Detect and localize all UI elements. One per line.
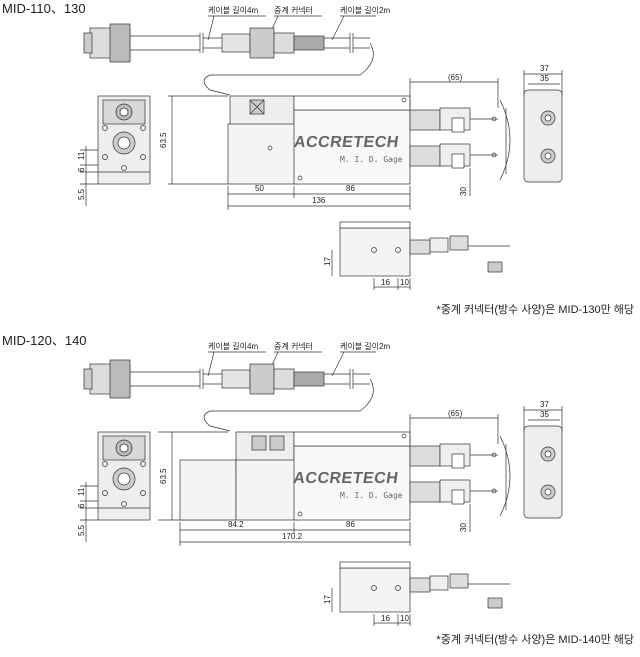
dim-16: 16 [381, 614, 390, 623]
end-view: 37 35 [523, 400, 563, 519]
side-view: 11 6 5.5 [77, 431, 151, 542]
dim-16: 16 [381, 278, 390, 287]
dim-6: 6 [77, 503, 86, 508]
dim-63-5: 63.5 [159, 132, 168, 148]
dim-11: 11 [77, 151, 86, 160]
side-view: 11 6 5.5 [77, 95, 151, 206]
dim-37: 37 [540, 64, 549, 73]
dim-86: 86 [346, 184, 355, 193]
footnote: *중계 커넥터(방수 사양)은 MID-140만 해당 [436, 634, 634, 646]
dim-50: 50 [255, 184, 264, 193]
dim-37: 37 [540, 400, 549, 409]
main-body: 63.5 ACCRETECH M. I. D. Gage [158, 431, 411, 521]
dim-6: 6 [77, 167, 86, 172]
dim-84-2: 84.2 [228, 520, 244, 529]
dim-10: 10 [400, 278, 409, 287]
dim-136: 136 [312, 196, 326, 205]
section-title: MID-110、130 [2, 1, 86, 16]
sensor-heads [409, 99, 511, 181]
connector-plug [83, 23, 374, 96]
connector-label: 중계 커넥터 [274, 341, 313, 351]
main-body: 63.5 ACCRETECH M. I. D. Gage [159, 95, 411, 185]
brand-logo: ACCRETECH [292, 469, 399, 487]
dim-86: 86 [346, 520, 355, 529]
end-view: 37 35 [523, 64, 563, 183]
dim-30: 30 [459, 187, 468, 196]
dim-17: 17 [323, 257, 332, 266]
drawing-section-mid-120-140: MID-120、140 케이블 길이4m 중계 커넥터 케이블 길이2m [0, 332, 640, 657]
dim-35: 35 [540, 410, 549, 419]
dim-5-5: 5.5 [77, 188, 86, 200]
connector-label: 중계 커넥터 [274, 5, 313, 15]
drawing-section-mid-110-130: MID-110、130 케이블 길이4m 중계 커넥터 케이블 길이2m [0, 0, 640, 325]
footnote: *중계 커넥터(방수 사양)은 MID-130만 해당 [436, 304, 634, 316]
sensor-heads [409, 435, 511, 517]
dim-35: 35 [540, 74, 549, 83]
cable-label-2m: 케이블 길이2m [340, 341, 390, 351]
section-title: MID-120、140 [2, 333, 87, 348]
dim-63-5: 63.5 [159, 468, 168, 484]
dim-65: (65) [448, 409, 463, 418]
dim-170-2: 170.2 [282, 532, 303, 541]
dim-11: 11 [77, 487, 86, 496]
brand-sub: M. I. D. Gage [340, 155, 403, 164]
connector-plug [83, 359, 374, 432]
technical-drawing: 케이블 길이4m 중계 커넥터 케이블 길이2m [77, 341, 563, 626]
dim-30: 30 [459, 523, 468, 532]
dim-10: 10 [400, 614, 409, 623]
detail-view: 17 16 10 [323, 221, 510, 290]
technical-drawing: 케이블 길이4m 중계 커넥터 케이블 길이2m [77, 5, 563, 290]
brand-sub: M. I. D. Gage [340, 491, 403, 500]
cable-label-2m: 케이블 길이2m [340, 5, 390, 15]
dim-5-5: 5.5 [77, 524, 86, 536]
detail-view: 17 16 10 [323, 561, 510, 626]
cable-label-4m: 케이블 길이4m [208, 5, 258, 15]
cable-label-4m: 케이블 길이4m [208, 341, 258, 351]
brand-logo: ACCRETECH [293, 133, 400, 151]
dim-17: 17 [323, 595, 332, 604]
dim-65: (65) [448, 73, 463, 82]
